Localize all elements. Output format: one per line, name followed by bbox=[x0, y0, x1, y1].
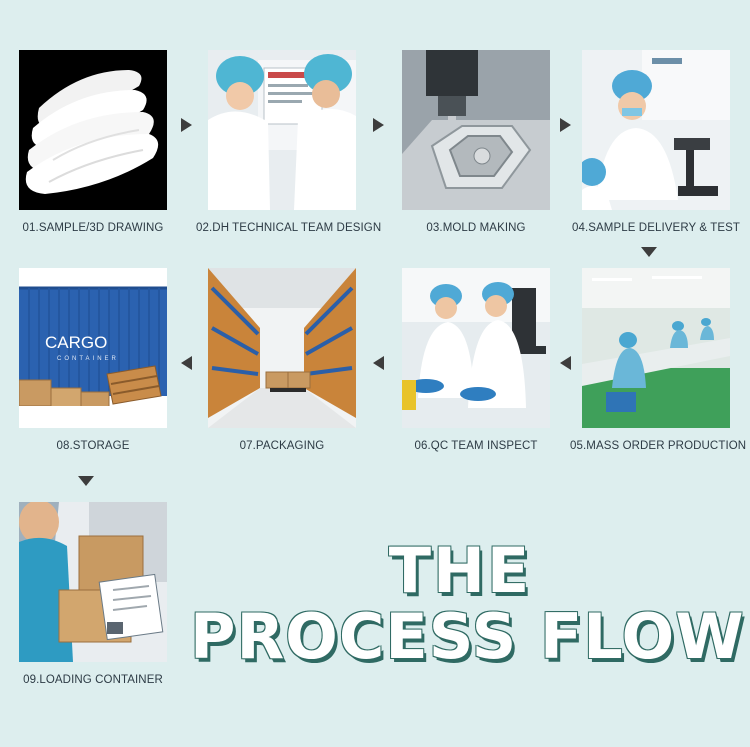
cnc-mold-photo bbox=[402, 50, 550, 210]
arrow-right-icon bbox=[181, 118, 192, 132]
step-label: 01.SAMPLE/3D DRAWING bbox=[22, 222, 164, 234]
sanitary-pads-photo bbox=[19, 50, 167, 210]
arrow-down-icon bbox=[641, 247, 657, 257]
step-label: 05.MASS ORDER PRODUCTION bbox=[570, 440, 747, 452]
step-label: 04.SAMPLE DELIVERY & TEST bbox=[571, 222, 741, 234]
step-label: 06.QC TEAM INSPECT bbox=[414, 440, 538, 452]
container-sign-sub: CONTAINER bbox=[57, 356, 119, 362]
arrow-left-icon bbox=[373, 356, 384, 370]
container-sign-main: CARGO bbox=[45, 333, 107, 352]
step-label: 08.STORAGE bbox=[56, 440, 130, 452]
step-label: 09.LOADING CONTAINER bbox=[23, 674, 163, 686]
arrow-left-icon bbox=[560, 356, 571, 370]
arrow-down-icon bbox=[78, 476, 94, 486]
delivery-worker-photo bbox=[19, 502, 167, 662]
arrow-right-icon bbox=[560, 118, 571, 132]
design-team-photo bbox=[208, 50, 356, 210]
arrow-right-icon bbox=[373, 118, 384, 132]
warehouse-aisle-photo bbox=[208, 268, 356, 428]
step-label: 03.MOLD MAKING bbox=[426, 222, 526, 234]
cargo-container-photo: CARGO CONTAINER bbox=[19, 268, 167, 428]
headline-line-2: PROCESS FLOW bbox=[190, 600, 745, 673]
step-label: 02.DH TECHNICAL TEAM DESIGN bbox=[196, 222, 382, 234]
production-floor-photo bbox=[582, 268, 730, 428]
arrow-left-icon bbox=[181, 356, 192, 370]
step-label: 07.PACKAGING bbox=[239, 440, 325, 452]
headline-line-1: THE bbox=[388, 534, 532, 607]
qc-inspection-photo bbox=[402, 268, 550, 428]
lab-test-photo bbox=[582, 50, 730, 210]
